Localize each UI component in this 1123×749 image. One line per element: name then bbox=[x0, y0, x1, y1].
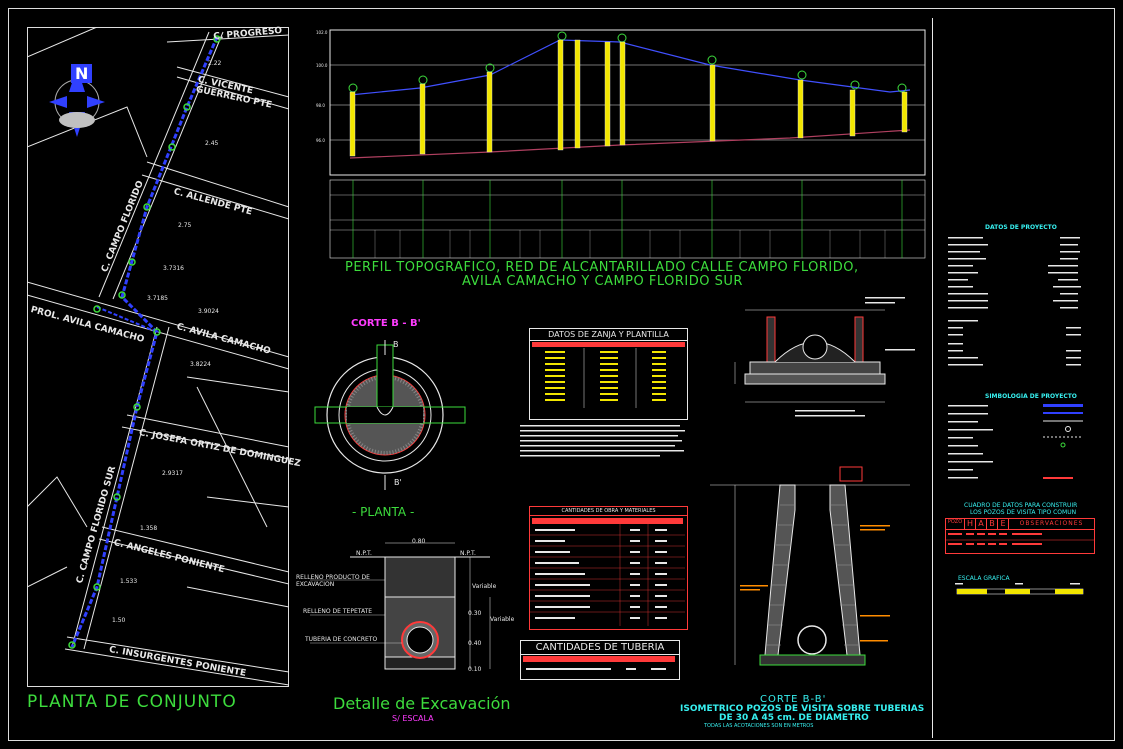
excavation-dim: 0.40 bbox=[468, 640, 482, 647]
elevation-label: 2.75 bbox=[178, 222, 192, 229]
pozo-title: CORTE B-B' bbox=[760, 694, 827, 705]
manhole-section-drawing bbox=[710, 466, 910, 666]
materials-rows bbox=[530, 518, 685, 626]
profile-title-line1: PERFIL TOPOGRAFICO, RED DE ALCANTARILLAD… bbox=[345, 260, 859, 275]
elevation-label: 2.9317 bbox=[162, 470, 183, 477]
cuadro-header-observaciones: OBSERVACIONES bbox=[1019, 520, 1084, 527]
escala-bar bbox=[955, 583, 1084, 595]
elevation-label: 1.50 bbox=[112, 617, 126, 624]
npt-label: N.P.T. bbox=[460, 550, 476, 557]
datos-proyecto-list bbox=[948, 237, 1081, 366]
simbologia-list bbox=[948, 404, 1083, 479]
cuadro-header-pozo: POZO bbox=[946, 519, 965, 529]
cuadro-header-a: A bbox=[976, 519, 987, 529]
cuadro-header-b: B bbox=[987, 519, 998, 529]
elevation-label: 1.533 bbox=[120, 578, 138, 585]
zanja-notes bbox=[520, 425, 685, 457]
manhole-plan-drawing bbox=[314, 340, 466, 490]
excavation-dim: Variable bbox=[472, 583, 497, 590]
excavation-drawing bbox=[310, 542, 491, 670]
planta-label: - PLANTA - bbox=[352, 505, 415, 519]
cuadro-title-line1: CUADRO DE DATOS PARA CONSTRUIR bbox=[964, 502, 1078, 509]
escala-title: ESCALA GRAFICA bbox=[958, 575, 1010, 582]
section-marker-top: B bbox=[393, 340, 399, 349]
cuadro-title-line2: LOS POZOS DE VISITA TIPO COMUN bbox=[970, 509, 1077, 516]
excavation-label: TUBERIA DE CONCRETO bbox=[305, 636, 378, 643]
elevation-label: 3.7316 bbox=[163, 265, 184, 272]
excavation-label: RELLENO PRODUCTO DE EXCAVACION bbox=[296, 574, 370, 588]
zanja-table-title: DATOS DE ZANJA Y PLANTILLA bbox=[530, 329, 687, 341]
drawing-frame bbox=[8, 8, 1115, 741]
elevation-label: 2.22 bbox=[208, 60, 222, 67]
simbologia-title: SIMBOLOGIA DE PROYECTO bbox=[985, 393, 1077, 400]
svg-text:98.0: 98.0 bbox=[316, 103, 325, 108]
excavation-subtitle: S/ ESCALA bbox=[392, 714, 434, 723]
plan-title: PLANTA DE CONJUNTO bbox=[27, 692, 237, 712]
excavation-dim: 0.30 bbox=[468, 610, 482, 617]
tuberia-rows bbox=[523, 656, 675, 670]
elevation-label: 3.9024 bbox=[198, 308, 219, 315]
plan-drawing bbox=[27, 27, 289, 686]
npt-label: N.P.T. bbox=[356, 550, 372, 557]
pozo-note: TODAS LAS ACOTACIONES SON EN METROS bbox=[704, 723, 814, 729]
cuadro-header-h: H bbox=[965, 519, 976, 529]
excavation-dim: 0.10 bbox=[468, 666, 482, 673]
tuberia-table: CANTIDADES DE TUBERIA bbox=[520, 640, 680, 680]
elevation-label: 1.358 bbox=[140, 525, 158, 532]
svg-text:100.0: 100.0 bbox=[316, 63, 328, 68]
excavation-title: Detalle de Excavación bbox=[333, 694, 511, 713]
svg-text:102.0: 102.0 bbox=[316, 30, 328, 35]
profile-title-line2: AVILA CAMACHO Y CAMPO FLORIDO SUR bbox=[462, 274, 743, 289]
excavation-dim: Variable bbox=[490, 616, 515, 623]
corte-bb-title: CORTE B - B' bbox=[351, 318, 421, 329]
profile-chart: 102.0 100.0 98.0 96.0 bbox=[316, 29, 926, 259]
cuadro-rows bbox=[946, 533, 1094, 545]
elevation-label: 2.45 bbox=[205, 140, 219, 147]
cuadro-header-row: POZO H A B E OBSERVACIONES bbox=[946, 519, 1094, 530]
tuberia-table-title: CANTIDADES DE TUBERIA bbox=[521, 641, 679, 655]
pozo-subtitle-line2: DE 30 A 45 cm. DE DIAMETRO bbox=[719, 713, 869, 723]
svg-text:96.0: 96.0 bbox=[316, 138, 325, 143]
materials-table: CANTIDADES DE OBRA Y MATERIALES bbox=[529, 506, 688, 630]
pozo-subtitle-line1: ISOMETRICO POZOS DE VISITA SOBRE TUBERIA… bbox=[680, 704, 925, 714]
zanja-table: DATOS DE ZANJA Y PLANTILLA bbox=[529, 328, 688, 420]
elevation-label: 3.7185 bbox=[147, 295, 168, 302]
cuadro-table: POZO H A B E OBSERVACIONES bbox=[945, 518, 1095, 554]
north-letter: N bbox=[71, 64, 93, 83]
excavation-label: RELLENO DE TEPETATE bbox=[303, 608, 373, 615]
elevation-label: 3.8224 bbox=[190, 361, 211, 368]
zanja-header-bar bbox=[532, 342, 685, 347]
excavation-dim: 0.80 bbox=[412, 538, 426, 545]
materials-table-title: CANTIDADES DE OBRA Y MATERIALES bbox=[530, 507, 687, 516]
trench-section-drawing bbox=[734, 297, 915, 417]
datos-proyecto-title: DATOS DE PROYECTO bbox=[985, 224, 1057, 231]
zanja-rows bbox=[545, 348, 666, 408]
section-marker-bottom: B' bbox=[394, 478, 402, 487]
cuadro-header-e: E bbox=[998, 519, 1009, 529]
right-divider bbox=[932, 18, 933, 738]
